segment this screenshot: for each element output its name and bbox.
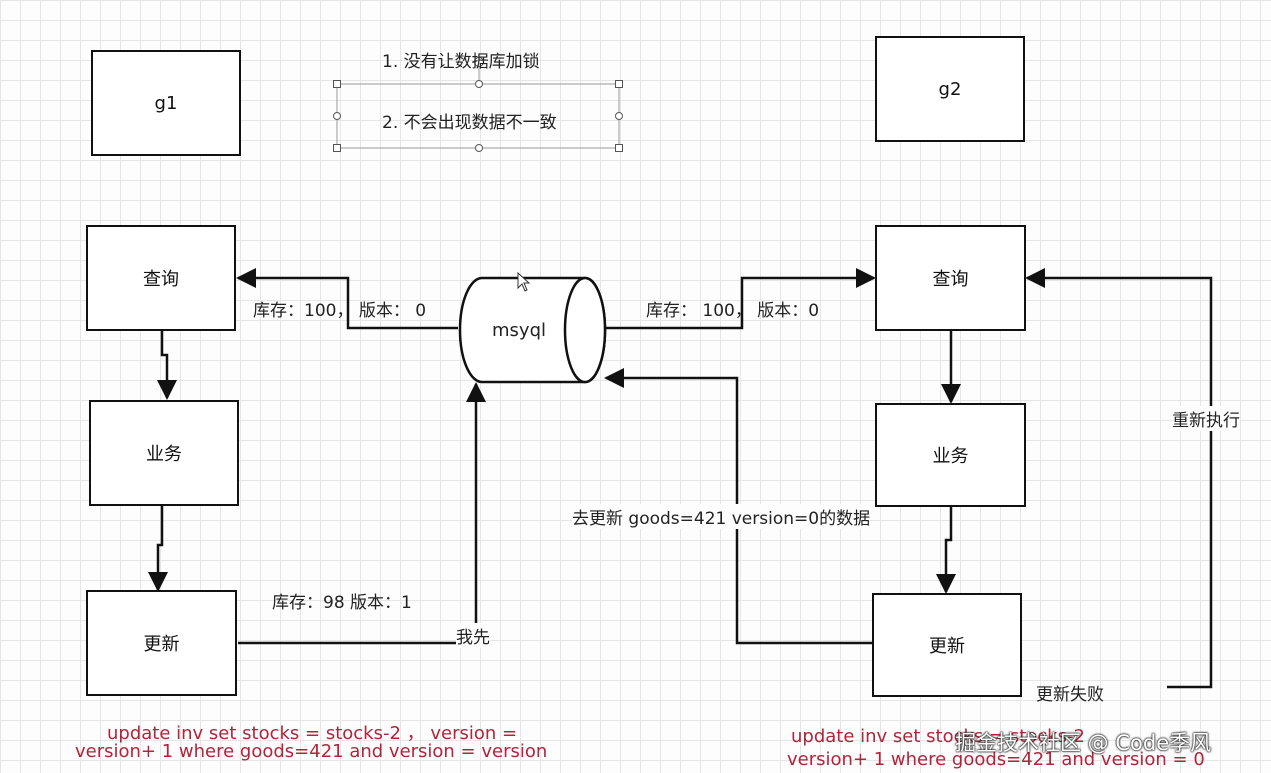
- node-business-1[interactable]: 业务: [89, 400, 239, 506]
- db-label[interactable]: msyql: [492, 320, 546, 341]
- label-right-write: 去更新 goods=421 version=0的数据: [572, 504, 871, 529]
- mouse-cursor-icon: [517, 272, 531, 292]
- node-update-1[interactable]: 更新: [86, 590, 237, 696]
- selection-handle-bottom[interactable]: [475, 144, 483, 152]
- selection-handle-br[interactable]: [615, 144, 623, 152]
- selection-handle-top[interactable]: [475, 80, 483, 88]
- selection-handle-tr[interactable]: [615, 80, 623, 88]
- db-cylinder: [458, 276, 607, 384]
- sql-right-line2: version+ 1 where goods=421 and version =…: [787, 749, 1205, 770]
- selection-handle-right[interactable]: [615, 112, 623, 120]
- sql-left-line1: update inv set stocks = stocks-2 ， versi…: [107, 723, 518, 744]
- label-left-read: 库存：100， 版本： 0: [253, 301, 427, 321]
- selection-rotate-handle[interactable]: [474, 57, 484, 67]
- label-update-failed: 更新失败: [1036, 685, 1104, 705]
- sql-left-line2: version+ 1 where goods=421 and version =…: [75, 741, 548, 762]
- edge-biz2-to-update2: [936, 506, 956, 594]
- edge-db-to-query2: [604, 268, 876, 330]
- node-update-2[interactable]: 更新: [872, 593, 1022, 697]
- node-business-2[interactable]: 业务: [875, 403, 1026, 507]
- sql-right-line1: update inv set stocks = stocks-2: [791, 726, 1085, 747]
- selection-handle-tl[interactable]: [333, 80, 341, 88]
- selection-handle-left[interactable]: [333, 112, 341, 120]
- label-right-read: 库存： 100， 版本：0: [646, 301, 820, 321]
- edge-query1-to-biz1: [157, 330, 177, 400]
- label-left-write-value: 库存：98 版本：1: [272, 593, 412, 613]
- node-g1[interactable]: g1: [91, 50, 241, 156]
- edge-retry-to-query2: [1025, 268, 1213, 689]
- label-left-write-first: 我先: [456, 623, 490, 648]
- label-retry: 重新执行: [1172, 406, 1240, 431]
- node-query-2[interactable]: 查询: [875, 225, 1026, 331]
- edge-db-to-query1: [236, 268, 458, 330]
- selection-handle-bl[interactable]: [333, 144, 341, 152]
- watermark: 掘金技术社区 @ Code季风: [955, 731, 1212, 755]
- note-no-inconsistency: 2. 不会出现数据不一致: [382, 113, 557, 133]
- edge-biz1-to-update1: [148, 505, 168, 592]
- node-g2[interactable]: g2: [875, 36, 1025, 142]
- note-no-db-lock: 1. 没有让数据库加锁: [382, 52, 540, 72]
- node-query-1[interactable]: 查询: [86, 225, 236, 331]
